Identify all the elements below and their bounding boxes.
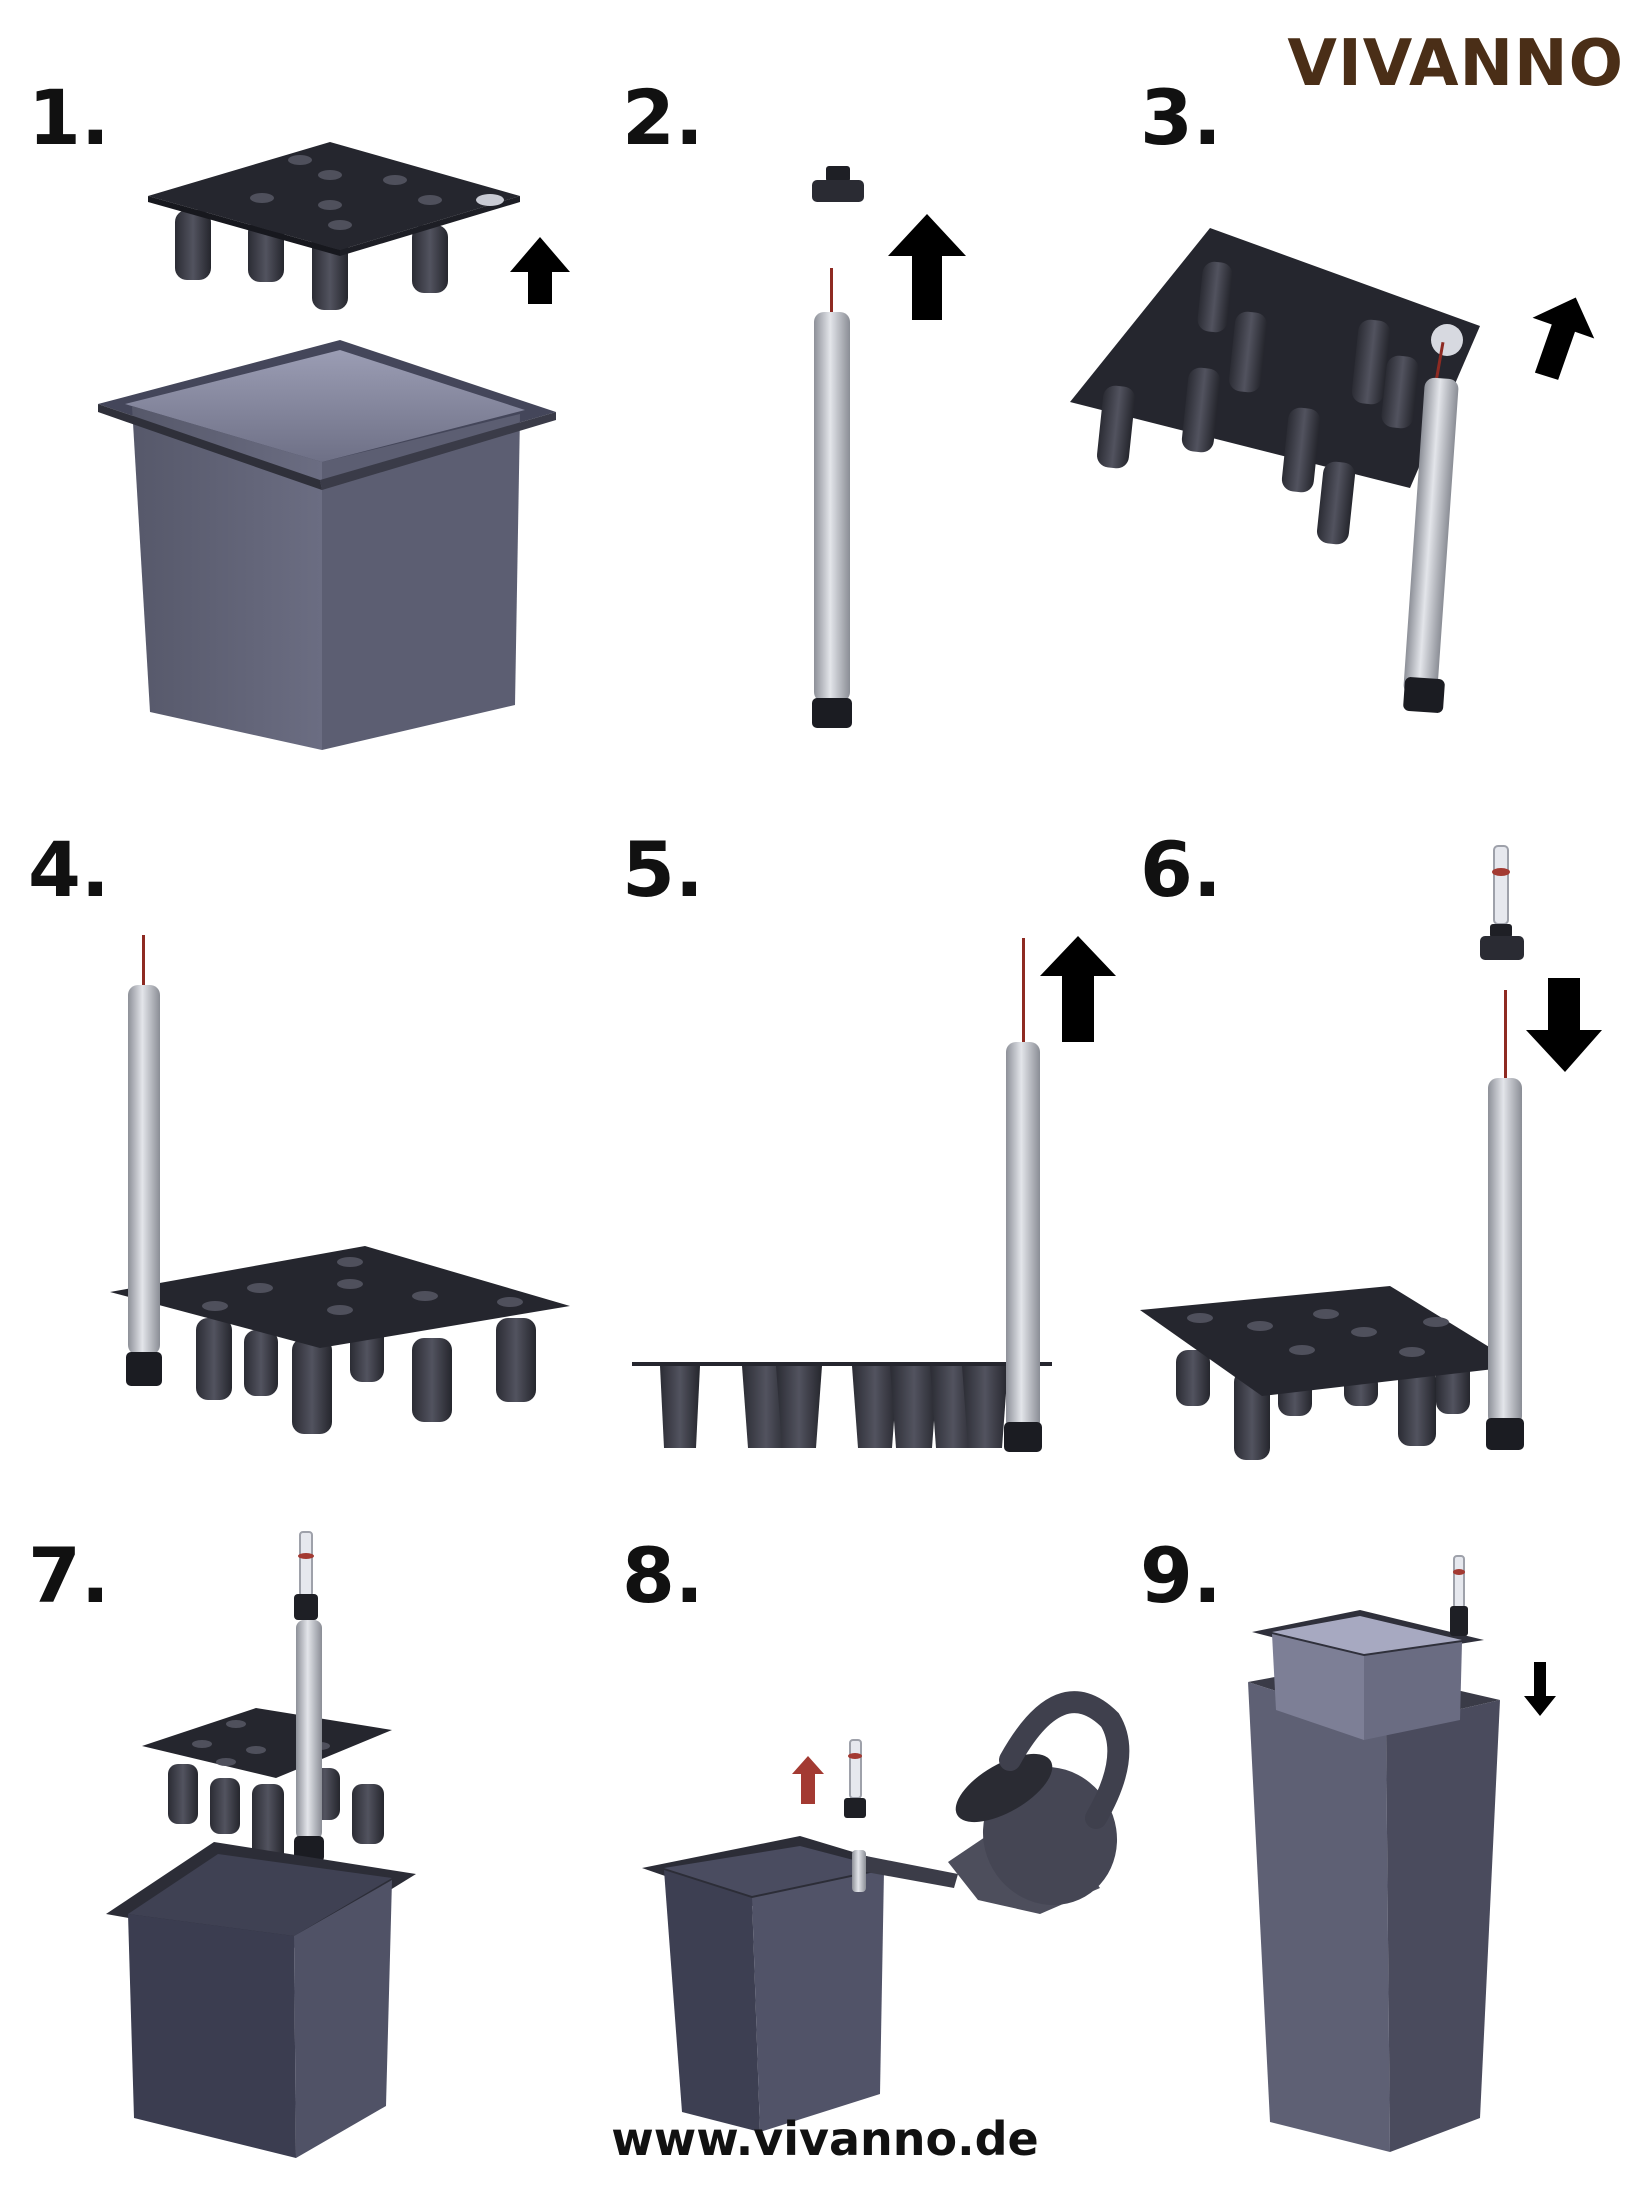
step-number-6: 6. (1140, 832, 1222, 908)
water-reservoir-insert (660, 1366, 1008, 1448)
step-8-illustration (642, 1702, 1142, 2132)
arrow-up-icon (1040, 936, 1116, 1042)
step-number-3: 3. (1140, 80, 1222, 156)
brand-logo: VIVANNO (1287, 32, 1624, 96)
arrow-up-icon (792, 1756, 824, 1804)
water-level-tube (812, 268, 852, 728)
plant-pot (642, 1836, 906, 2132)
plant-pot (98, 340, 556, 750)
step-number-7: 7. (28, 1538, 110, 1614)
water-reservoir-insert (142, 1708, 392, 1866)
step-number-9: 9. (1140, 1538, 1222, 1614)
water-level-tube (126, 935, 162, 1386)
arrow-up-icon (1524, 292, 1599, 384)
step-1-illustration (98, 142, 570, 750)
water-reservoir-insert (110, 1246, 570, 1434)
step-number-4: 4. (28, 832, 110, 908)
water-level-indicator (844, 1740, 866, 1818)
step-9-illustration (1248, 1556, 1556, 2152)
water-level-indicator (1480, 846, 1524, 960)
arrow-up-icon (888, 214, 966, 320)
arrow-down-icon (1524, 1662, 1556, 1716)
water-level-tube (294, 1532, 324, 1862)
step-number-1: 1. (28, 80, 110, 156)
watering-can-icon (866, 1702, 1142, 1929)
step-4-illustration (110, 935, 570, 1434)
step-number-2: 2. (622, 80, 704, 156)
plant-pot (1252, 1556, 1484, 1740)
step-number-8: 8. (622, 1538, 704, 1614)
water-reservoir-insert (148, 142, 520, 310)
arrow-down-icon (1526, 978, 1602, 1072)
step-2-illustration (812, 166, 966, 728)
website-url: www.vivanno.de (0, 2116, 1650, 2162)
step-number-5: 5. (622, 832, 704, 908)
step-3-illustration (1070, 228, 1600, 713)
step-5-illustration (632, 936, 1116, 1452)
indicator-cap (812, 166, 864, 202)
water-level-tube (1486, 990, 1524, 1450)
water-level-tube (1004, 938, 1042, 1452)
water-reservoir-insert (1140, 1286, 1520, 1460)
plant-pot (106, 1842, 416, 2158)
step-6-illustration (1140, 846, 1602, 1460)
step-7-illustration (106, 1532, 416, 2158)
arrow-up-icon (510, 237, 570, 304)
